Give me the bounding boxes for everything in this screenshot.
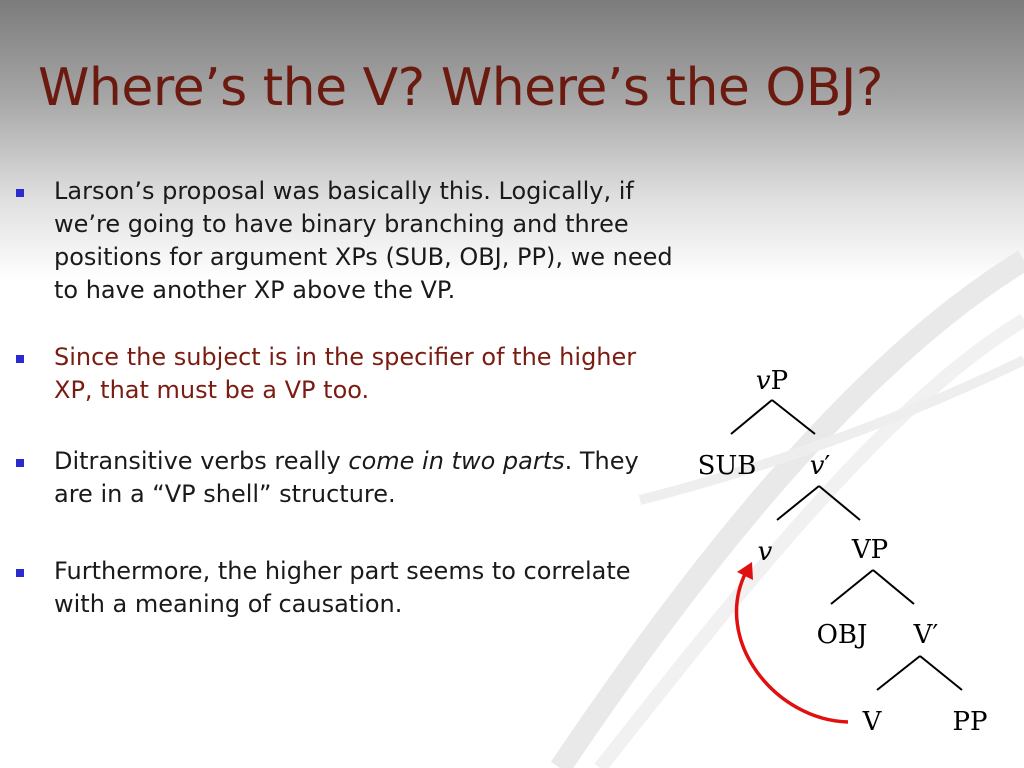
background-gradient (0, 0, 1024, 280)
square-bullet-icon (16, 355, 24, 363)
square-bullet-icon (16, 459, 24, 467)
square-bullet-icon (16, 189, 24, 197)
bullet-list: Larson’s proposal was basically this. Lo… (14, 175, 679, 621)
bullet-text: Larson’s proposal was basically this. Lo… (54, 177, 673, 304)
bullet-item: Larson’s proposal was basically this. Lo… (14, 175, 679, 307)
bullet-item-highlighted: Since the subject is in the specifier of… (14, 341, 679, 407)
square-bullet-icon (16, 569, 24, 577)
bullet-text: . They are in a “VP shell” structure. (54, 447, 639, 508)
bullet-text-emphasis: come in two parts (348, 447, 565, 475)
bullet-text: Ditransitive verbs really (54, 447, 349, 475)
slide-title: Where’s the V? Where’s the OBJ? (38, 58, 883, 118)
bullet-text: Furthermore, the higher part seems to co… (54, 557, 631, 618)
bullet-item: Furthermore, the higher part seems to co… (14, 555, 679, 621)
bullet-text: Since the subject is in the specifier of… (54, 343, 637, 404)
bullet-item: Ditransitive verbs really come in two pa… (14, 445, 679, 511)
